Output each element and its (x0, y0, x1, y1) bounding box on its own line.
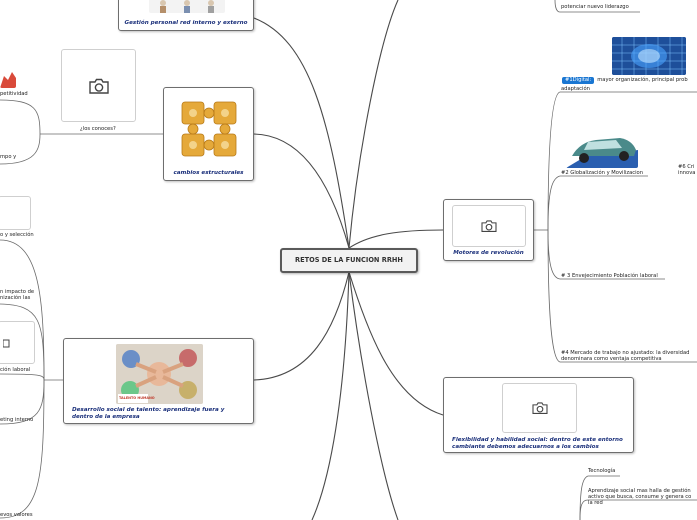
node-cambios-title: cambios estructurales (173, 170, 244, 176)
leaf-crit-1: #6 Cri (678, 164, 695, 170)
leaf-digital: #1Digital:mayor organización, principal … (562, 77, 688, 84)
people-image (149, 0, 225, 13)
digital-badge: #1Digital: (562, 77, 595, 84)
leaf-envejecimiento: # 3 Envejecimiento Población laboral (561, 273, 658, 279)
connector-root-cambios (253, 133, 350, 249)
leaf-tiempo: mpo y (0, 154, 17, 160)
leaf-marketing: eting interno (0, 417, 34, 423)
node-cambios[interactable]: cambios estructurales (163, 87, 254, 181)
motores-image-placeholder (452, 205, 526, 247)
leaf-liderazgo: potenciar nuevo liderazgo (561, 4, 629, 10)
connector-root-desarrollo (253, 271, 350, 381)
leaf-seleccion: o y selección (0, 232, 34, 238)
camera-icon-partial (3, 339, 10, 347)
leaf-crit-2: innova (678, 170, 696, 176)
node-flexibilidad-title: Flexibilidad y habilidad social: dentro … (452, 437, 623, 450)
connector-root-motores (348, 229, 444, 249)
car-image (566, 128, 638, 168)
node-gestion-title: Gestión personal red interno y externo (124, 20, 248, 26)
digital-brain-image (612, 37, 686, 75)
talent-hands-image: TALENTO HUMANO (116, 344, 203, 404)
connector-root-lower-right (348, 271, 399, 520)
leaf-tecnologia: Tecnología (588, 468, 616, 474)
camera-icon (88, 78, 109, 94)
node-motores[interactable]: Motores de revolución (443, 199, 534, 261)
leaf-globalizacion: #2 Globalización y Movilizacion (561, 170, 644, 176)
connector-root-lower-left (311, 271, 350, 520)
node-gestion[interactable]: Gestión personal red interno y externo (118, 0, 254, 31)
leaf-aprendizaje-3: la red (588, 500, 603, 506)
connector-root-gestion (253, 17, 350, 249)
leaf-mercado-2: denominara como ventaja competitiva (561, 356, 662, 362)
conoces-image-placeholder[interactable] (61, 49, 136, 122)
leaf-competitividad: petitividad (0, 91, 28, 97)
node-motores-title: Motores de revolución (453, 250, 524, 256)
leaf-valores: evos valores (0, 512, 33, 518)
competitividad-image (0, 70, 16, 88)
leaf-aprendizaje-1: Aprendizaje social mas halla de gestión (588, 488, 691, 494)
leaf-conoces: ¿los conoces? (80, 126, 116, 132)
seleccion-image-placeholder[interactable] (0, 196, 31, 230)
connector-root-flexibilidad (348, 271, 444, 416)
leaf-mercado-1: #4 Mercado de trabajo no ajustado: la di… (561, 350, 690, 356)
digital-text: mayor organización, principal prob (597, 77, 688, 83)
talent-caption: TALENTO HUMANO (119, 396, 155, 400)
node-flexibilidad[interactable]: Flexibilidad y habilidad social: dentro … (443, 377, 634, 453)
leaf-impacto-1: n impacto de (0, 289, 35, 295)
node-desarrollo-title: Desarrollo social de talento: aprendizaj… (72, 407, 225, 420)
root-node[interactable]: RETOS DE LA FUNCION RRHH (280, 248, 418, 273)
leaf-impacto-2: nización las (0, 295, 31, 301)
camera-icon (481, 220, 497, 232)
laboral-image-placeholder[interactable] (0, 321, 35, 364)
node-desarrollo[interactable]: TALENTO HUMANO Desarrollo social de tale… (63, 338, 254, 424)
leaf-laboral: ción laboral (0, 367, 31, 373)
leaf-digital-line2: adaptación (561, 86, 590, 92)
camera-icon (531, 402, 548, 414)
puzzle-people-image (172, 92, 246, 166)
flexibilidad-image-placeholder (502, 383, 577, 433)
leaf-aprendizaje-2: activo que busca, consume y genera co (588, 494, 692, 500)
connector-root-upper-right (348, 0, 399, 249)
